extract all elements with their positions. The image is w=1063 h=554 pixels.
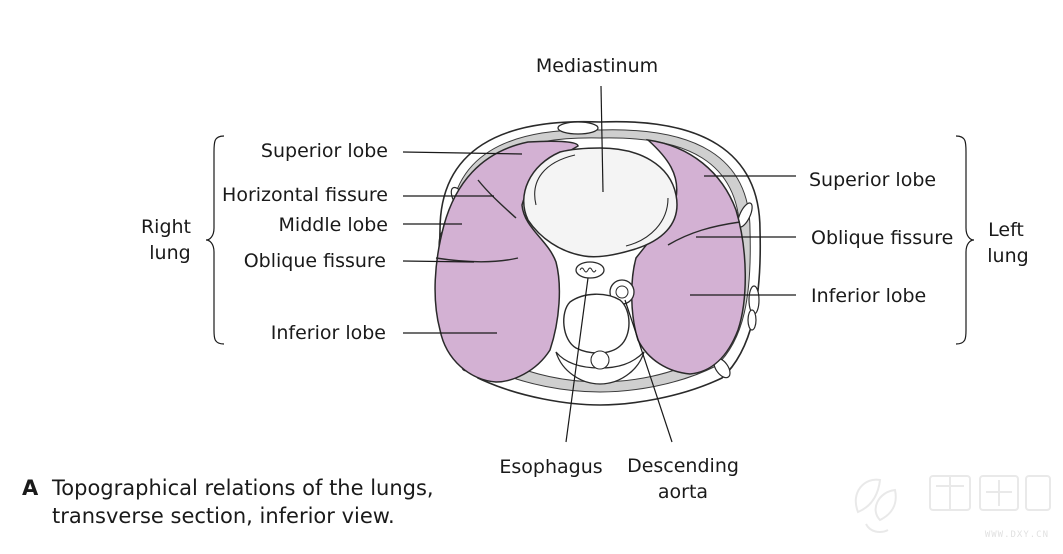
- label-r-horizontal-fissure: Horizontal fissure: [222, 184, 388, 206]
- right-oblique-fissure: [435, 257, 519, 263]
- figure-caption: A Topographical relations of the lungs, t…: [22, 474, 434, 530]
- pericardium-line: [534, 154, 669, 247]
- watermark: WWW.DXY.CN: [840, 462, 1055, 546]
- esophagus-shape: [575, 261, 605, 279]
- label-left-lung-1: Left: [988, 219, 1024, 241]
- leader-r-oblique-fissure: [402, 260, 475, 263]
- vertebra: [563, 293, 630, 354]
- label-esophagus: Esophagus: [499, 456, 602, 478]
- label-right-lung-2: lung: [149, 242, 190, 264]
- label-l-oblique-fissure: Oblique fissure: [811, 227, 953, 249]
- label-r-inferior-lobe: Inferior lobe: [271, 322, 386, 344]
- watermark-logo-icon: [854, 475, 1051, 533]
- label-l-superior-lobe: Superior lobe: [809, 169, 936, 191]
- right-horizontal-fissure: [477, 179, 517, 219]
- label-aorta-2: aorta: [658, 481, 708, 503]
- label-l-inferior-lobe: Inferior lobe: [811, 285, 926, 307]
- leader-mediastinum: [600, 85, 604, 193]
- left-oblique-fissure: [667, 221, 741, 246]
- right-lung-brace: [205, 135, 225, 345]
- leader-r-superior-lobe: [402, 151, 523, 155]
- spinal-canal: [590, 350, 610, 370]
- label-r-superior-lobe: Superior lobe: [261, 140, 388, 162]
- rib: [748, 285, 760, 315]
- rib: [747, 309, 757, 331]
- leader-esophagus: [565, 277, 589, 443]
- esophagus-folds: [579, 267, 597, 273]
- leader-lines: [402, 85, 796, 443]
- left-lung-brace: [955, 135, 975, 345]
- label-right-lung-1: Right: [141, 216, 191, 238]
- label-left-lung-2: lung: [987, 245, 1028, 267]
- caption-line-2: transverse section, inferior view.: [52, 504, 395, 528]
- caption-line-1: Topographical relations of the lungs,: [52, 476, 434, 500]
- label-aorta-1: Descending: [627, 455, 739, 477]
- sternum: [557, 121, 599, 135]
- mediastinum-heart: [523, 147, 678, 258]
- aorta-lumen: [615, 285, 629, 299]
- watermark-url: WWW.DXY.CN: [984, 530, 1049, 540]
- caption-letter: A: [22, 476, 39, 500]
- label-mediastinum: Mediastinum: [536, 55, 658, 77]
- leader-aorta: [624, 299, 673, 443]
- label-r-oblique-fissure: Oblique fissure: [244, 250, 386, 272]
- label-r-middle-lobe: Middle lobe: [279, 214, 388, 236]
